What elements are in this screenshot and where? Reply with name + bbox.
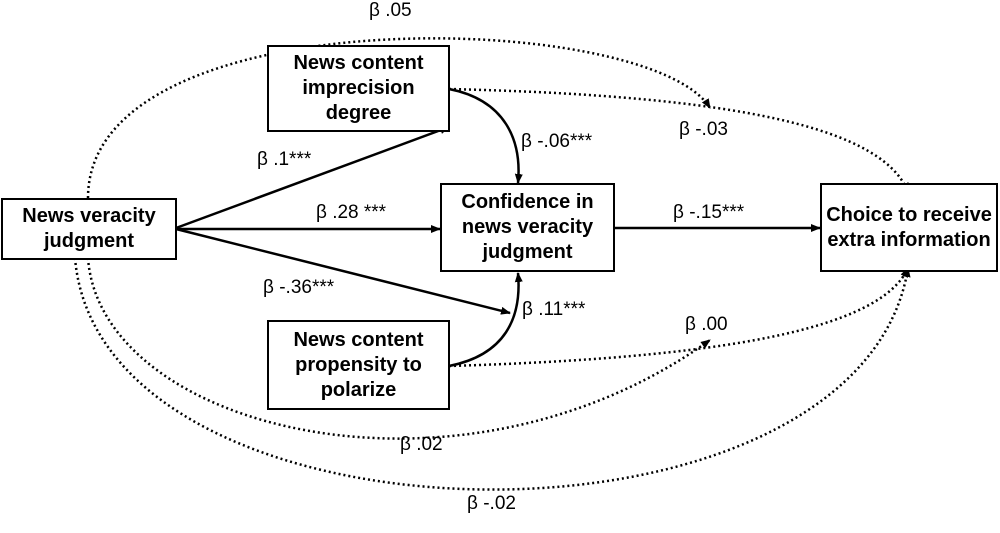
coef-confidence-to-choice: β -.15*** [673, 202, 745, 223]
path-veracity-to-polarize [175, 227, 511, 315]
path-polarize-to-choice [448, 267, 910, 368]
path-veracity-to-choice-mid [86, 257, 711, 440]
coef-veracity-to-imprecision: β .1*** [257, 149, 312, 170]
coef-veracity-to-choice-bottom: β -.02 [467, 493, 516, 514]
node-polarize: News content propensity to polarize [267, 320, 450, 410]
path-veracity-to-choice-top [86, 37, 712, 199]
coef-veracity-to-polarize: β -.36*** [263, 277, 335, 298]
node-confidence: Confidence in news veracity judgment [440, 183, 615, 272]
coef-polarize-to-confidence: β .11*** [522, 299, 586, 320]
path-veracity-to-imprecision [175, 125, 450, 230]
path-imprecision-to-choice [448, 87, 910, 193]
coef-veracity-to-confidence: β .28 *** [316, 202, 387, 223]
coef-imprecision-to-choice: β -.03 [679, 119, 728, 140]
path-veracity-to-choice-bottom [73, 257, 911, 491]
path-polarize-to-confidence [448, 272, 523, 368]
coef-veracity-to-choice-mid: β .02 [400, 434, 443, 455]
coef-veracity-to-choice-top: β .05 [369, 0, 412, 21]
node-choice: Choice to receive extra information [820, 183, 998, 272]
node-imprecision-degree: News content imprecision degree [267, 45, 450, 132]
node-news-veracity-judgment: News veracity judgment [1, 198, 177, 260]
coef-polarize-to-choice: β .00 [685, 314, 728, 335]
path-imprecision-to-confidence [448, 87, 523, 184]
coef-imprecision-to-confidence: β -.06*** [521, 131, 593, 152]
